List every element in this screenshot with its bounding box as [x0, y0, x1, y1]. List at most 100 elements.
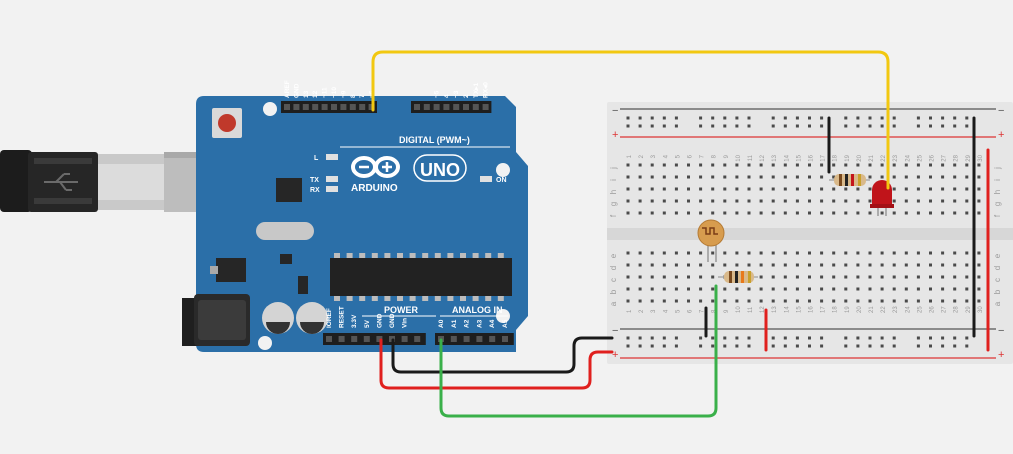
header-pin[interactable]: [482, 104, 489, 110]
header-pin[interactable]: [414, 336, 421, 342]
small-chip: [280, 254, 292, 264]
column-number: 7: [700, 309, 706, 313]
column-number: 18: [833, 306, 839, 313]
column-number: 22: [881, 154, 887, 161]
header-pin[interactable]: [302, 104, 309, 110]
row-letter: h: [609, 190, 618, 194]
header-pin[interactable]: [414, 104, 420, 110]
column-number: 20: [857, 306, 863, 313]
power-header-label: POWER: [384, 305, 419, 315]
voltage-regulator: [210, 258, 246, 282]
photoresistor[interactable]: [697, 219, 725, 262]
analog-header-label: ANALOG IN: [452, 305, 503, 315]
header-pin[interactable]: [433, 104, 440, 110]
header-pin[interactable]: [331, 104, 337, 110]
header-pin[interactable]: [423, 104, 430, 110]
header-pin[interactable]: [472, 104, 479, 110]
header-pin[interactable]: [502, 336, 508, 342]
resistor-top[interactable]: [829, 174, 870, 186]
pin-label: 4: [443, 94, 450, 98]
header-pin[interactable]: [453, 104, 460, 110]
pin-label: ~10: [331, 87, 338, 98]
column-number: 13: [772, 306, 778, 313]
microcontroller-chip: [330, 253, 512, 301]
header-pin[interactable]: [463, 104, 469, 110]
row-letter: j: [993, 167, 1002, 170]
column-number: 27: [942, 154, 948, 161]
header-pin[interactable]: [363, 336, 370, 342]
pin-label: GND: [389, 313, 396, 328]
reset-button[interactable]: [212, 108, 242, 138]
header-pin[interactable]: [476, 336, 483, 342]
header-pin[interactable]: [338, 336, 345, 342]
header-pin[interactable]: [450, 336, 457, 342]
arduino-board[interactable]: L TX RX ON ARDUINO UNO DIGITAL (PWM~) PO…: [182, 80, 528, 352]
column-number: 8: [712, 154, 718, 158]
pin-label: RESET: [339, 306, 346, 328]
wire-yellow: [371, 50, 890, 190]
header-pin[interactable]: [351, 336, 358, 342]
column-number: 17: [821, 306, 827, 313]
wire-green-a0: [439, 284, 718, 418]
row-letter: e: [993, 253, 1002, 258]
column-number: 27: [942, 306, 948, 313]
pin-label: 7: [359, 94, 366, 98]
column-number: 25: [917, 306, 923, 313]
header-pin[interactable]: [321, 104, 328, 110]
column-number: 16: [809, 306, 815, 313]
column-number: 2: [639, 154, 645, 158]
header-pin[interactable]: [489, 336, 496, 342]
on-label: ON: [496, 177, 507, 184]
header-pin[interactable]: [284, 104, 290, 110]
column-number: 7: [700, 154, 706, 158]
resistor-bottom[interactable]: [718, 271, 758, 283]
column-number: 26: [930, 154, 936, 161]
header-pin[interactable]: [401, 336, 408, 342]
header-pin[interactable]: [312, 104, 319, 110]
row-letter: c: [993, 278, 1002, 282]
column-number: 24: [905, 154, 911, 161]
column-number: 26: [930, 306, 936, 313]
column-number: 25: [917, 154, 923, 161]
column-number: 10: [736, 154, 742, 161]
header-pin[interactable]: [443, 104, 450, 110]
column-number: 3: [651, 154, 657, 158]
row-letter: b: [609, 289, 618, 294]
header-pin[interactable]: [376, 336, 383, 342]
row-letter: g: [993, 202, 1002, 206]
column-number: 15: [796, 306, 802, 313]
usb-chip: [276, 178, 302, 202]
rail-polarity-label: +: [998, 349, 1004, 361]
analog-pin-header[interactable]: [435, 333, 514, 345]
row-letter: g: [609, 202, 618, 206]
pin-label: A3: [476, 319, 483, 328]
row-letter: h: [993, 190, 1002, 194]
header-pin[interactable]: [349, 104, 356, 110]
header-pin[interactable]: [340, 104, 347, 110]
breadboard[interactable]: −+−+−+−+11223344556677889910101111121213…: [607, 102, 1013, 364]
rail-polarity-label: +: [612, 349, 618, 361]
column-number: 11: [748, 306, 754, 313]
pin-label: 3.3V: [351, 314, 358, 328]
rail-polarity-label: −: [998, 105, 1004, 117]
row-letter: f: [993, 214, 1002, 217]
header-pin[interactable]: [293, 104, 300, 110]
header-pin[interactable]: [326, 336, 332, 342]
pin-label: IOREF: [326, 308, 333, 328]
row-letter: a: [993, 301, 1002, 306]
power-pin-header[interactable]: [323, 333, 426, 345]
column-number: 3: [651, 309, 657, 313]
power-jack[interactable]: [182, 294, 250, 346]
column-number: 5: [675, 154, 681, 158]
column-number: 14: [784, 154, 790, 161]
column-number: 12: [760, 154, 766, 161]
board-leds: L TX RX ON: [310, 154, 507, 194]
digital-header-label: DIGITAL (PWM~): [399, 135, 470, 145]
digital-pin-header[interactable]: [281, 101, 492, 113]
pin-label: ~3: [453, 90, 460, 98]
header-pin[interactable]: [359, 104, 366, 110]
header-pin[interactable]: [463, 336, 470, 342]
pin-label: ~9: [340, 90, 347, 98]
led-label-tx: TX: [310, 177, 319, 184]
